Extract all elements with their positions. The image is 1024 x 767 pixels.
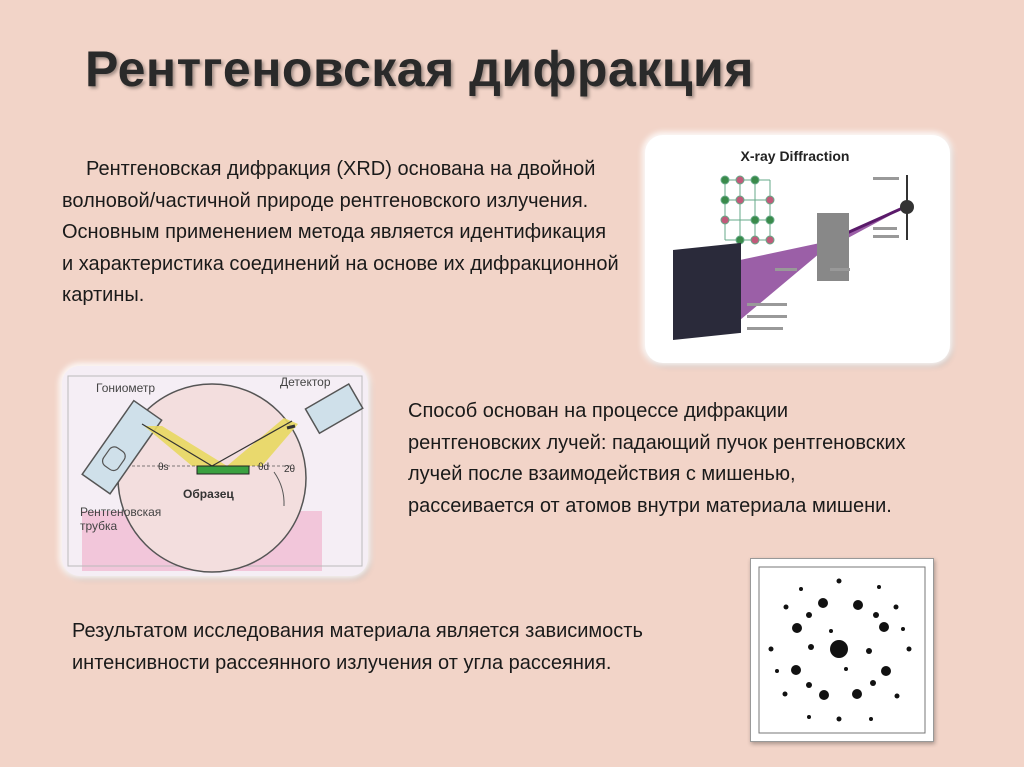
- detector-icon: [304, 382, 364, 435]
- diffracted-beam: [740, 210, 900, 320]
- diffracted-beam: [227, 418, 298, 466]
- sample-label: Образец: [183, 487, 234, 501]
- figure-captions: [747, 177, 899, 330]
- xray-tube-icon: [81, 399, 163, 495]
- diffraction-pattern-figure: [750, 558, 934, 742]
- incident-beam: [144, 426, 227, 466]
- method-paragraph: Способ основан на процессе дифракции рен…: [408, 400, 906, 517]
- diffraction-spots: [768, 578, 912, 722]
- xray-figure-title: X-ray Diffraction: [741, 148, 850, 164]
- goniometer-label: Гониометр: [96, 381, 155, 395]
- goniometer-figure: Гониометр Детектор Рентгеновская трубка …: [62, 366, 368, 576]
- slide-title: Рентгеновская дифракция: [85, 41, 754, 97]
- tube-label-line1: Рентгеновская: [80, 505, 161, 519]
- angle-2theta-label: 2θ: [284, 464, 296, 475]
- sample-icon: [196, 465, 250, 475]
- angle-d-label: θd: [258, 462, 269, 473]
- xray-diffraction-figure: X-ray Diffraction: [645, 135, 950, 363]
- tube-label-line2: трубка: [80, 519, 118, 533]
- detector-film-icon: [673, 242, 741, 341]
- crystal-lattice-icon: [720, 175, 775, 245]
- result-paragraph: Результатом исследования материала являе…: [72, 620, 643, 674]
- intro-paragraph: Рентгеновская дифракция (XRD) основана н…: [62, 158, 619, 306]
- detector-label: Детектор: [280, 375, 331, 389]
- angle-s-label: θs: [158, 462, 169, 473]
